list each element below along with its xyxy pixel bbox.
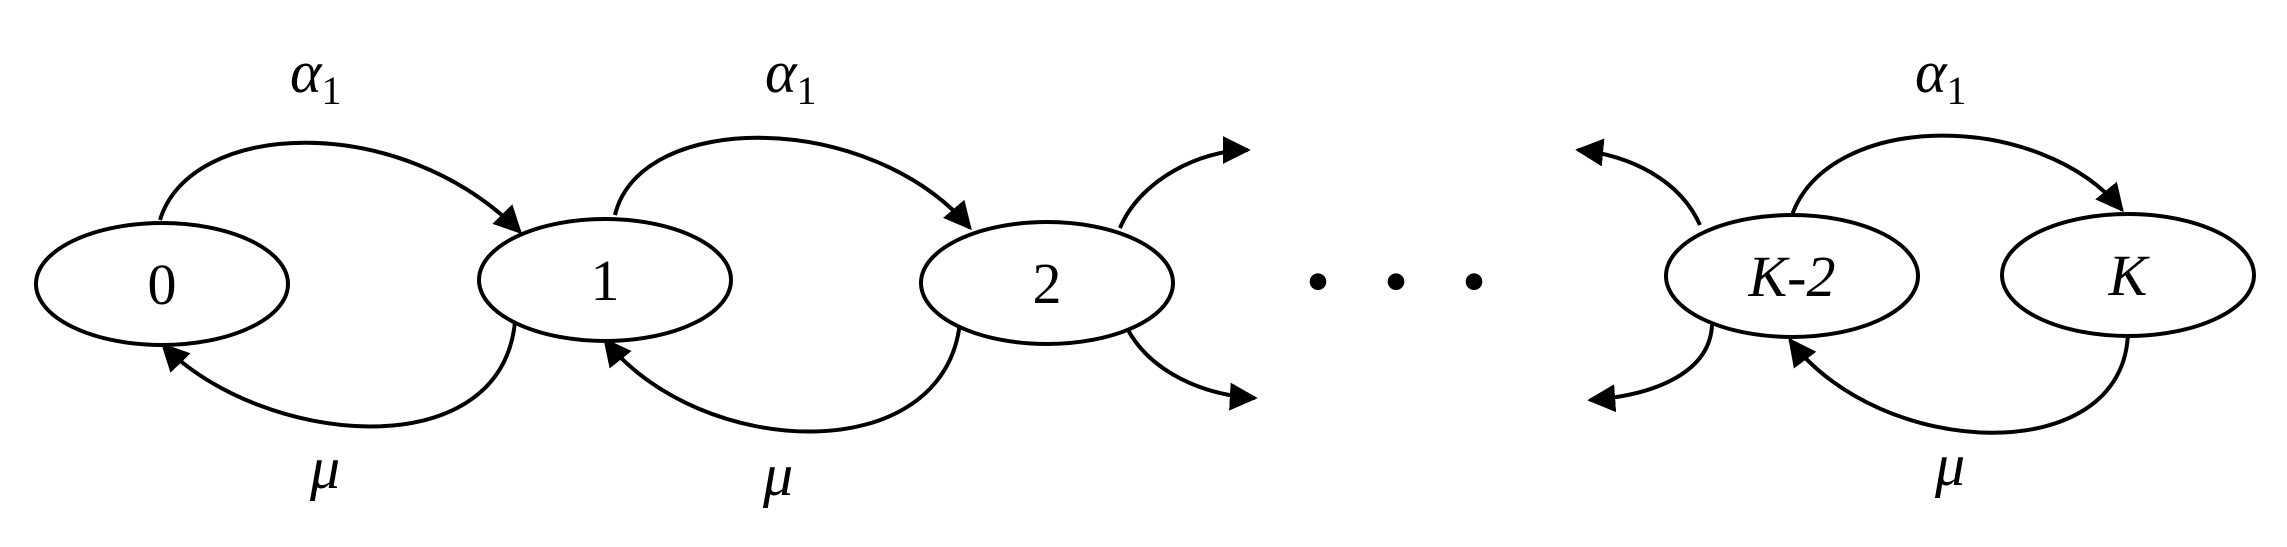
state-K: K: [2000, 212, 2256, 338]
state-2-label: 2: [1033, 251, 1062, 316]
label-mu-2-1: μ: [762, 442, 793, 508]
stub-2-out-up: [1118, 136, 1251, 229]
state-1: 1: [477, 217, 733, 343]
arc-2-to-1: [603, 321, 962, 434]
arc-0-to-1: [158, 140, 522, 234]
state-K-2: K-2: [1664, 213, 1920, 339]
ellipsis-text: • • •: [1306, 244, 1505, 321]
label-mu-1-0: μ: [309, 435, 340, 501]
state-0: 0: [34, 221, 290, 347]
label-alpha-1-2: α1: [765, 39, 817, 113]
state-2: 2: [919, 220, 1175, 346]
stub-K2-in-down: [1587, 324, 1714, 413]
stub-K2-in-up: [1575, 138, 1702, 226]
state-K-2-label: K-2: [1748, 244, 1836, 309]
arc-1-to-2: [613, 135, 972, 231]
label-mu-K-K2: μ: [1934, 432, 1965, 498]
stub-2-out-down: [1126, 329, 1258, 411]
state-K-label: K: [2108, 243, 2151, 308]
label-alpha-K2-K: α1: [1915, 39, 1967, 113]
arc-1-to-0: [161, 321, 517, 429]
label-alpha-0-1: α1: [290, 39, 342, 113]
state-0-label: 0: [148, 252, 177, 317]
arc-K-to-K2: [1788, 331, 2130, 435]
arc-K2-to-K: [1790, 133, 2124, 216]
state-1-label: 1: [591, 248, 620, 313]
